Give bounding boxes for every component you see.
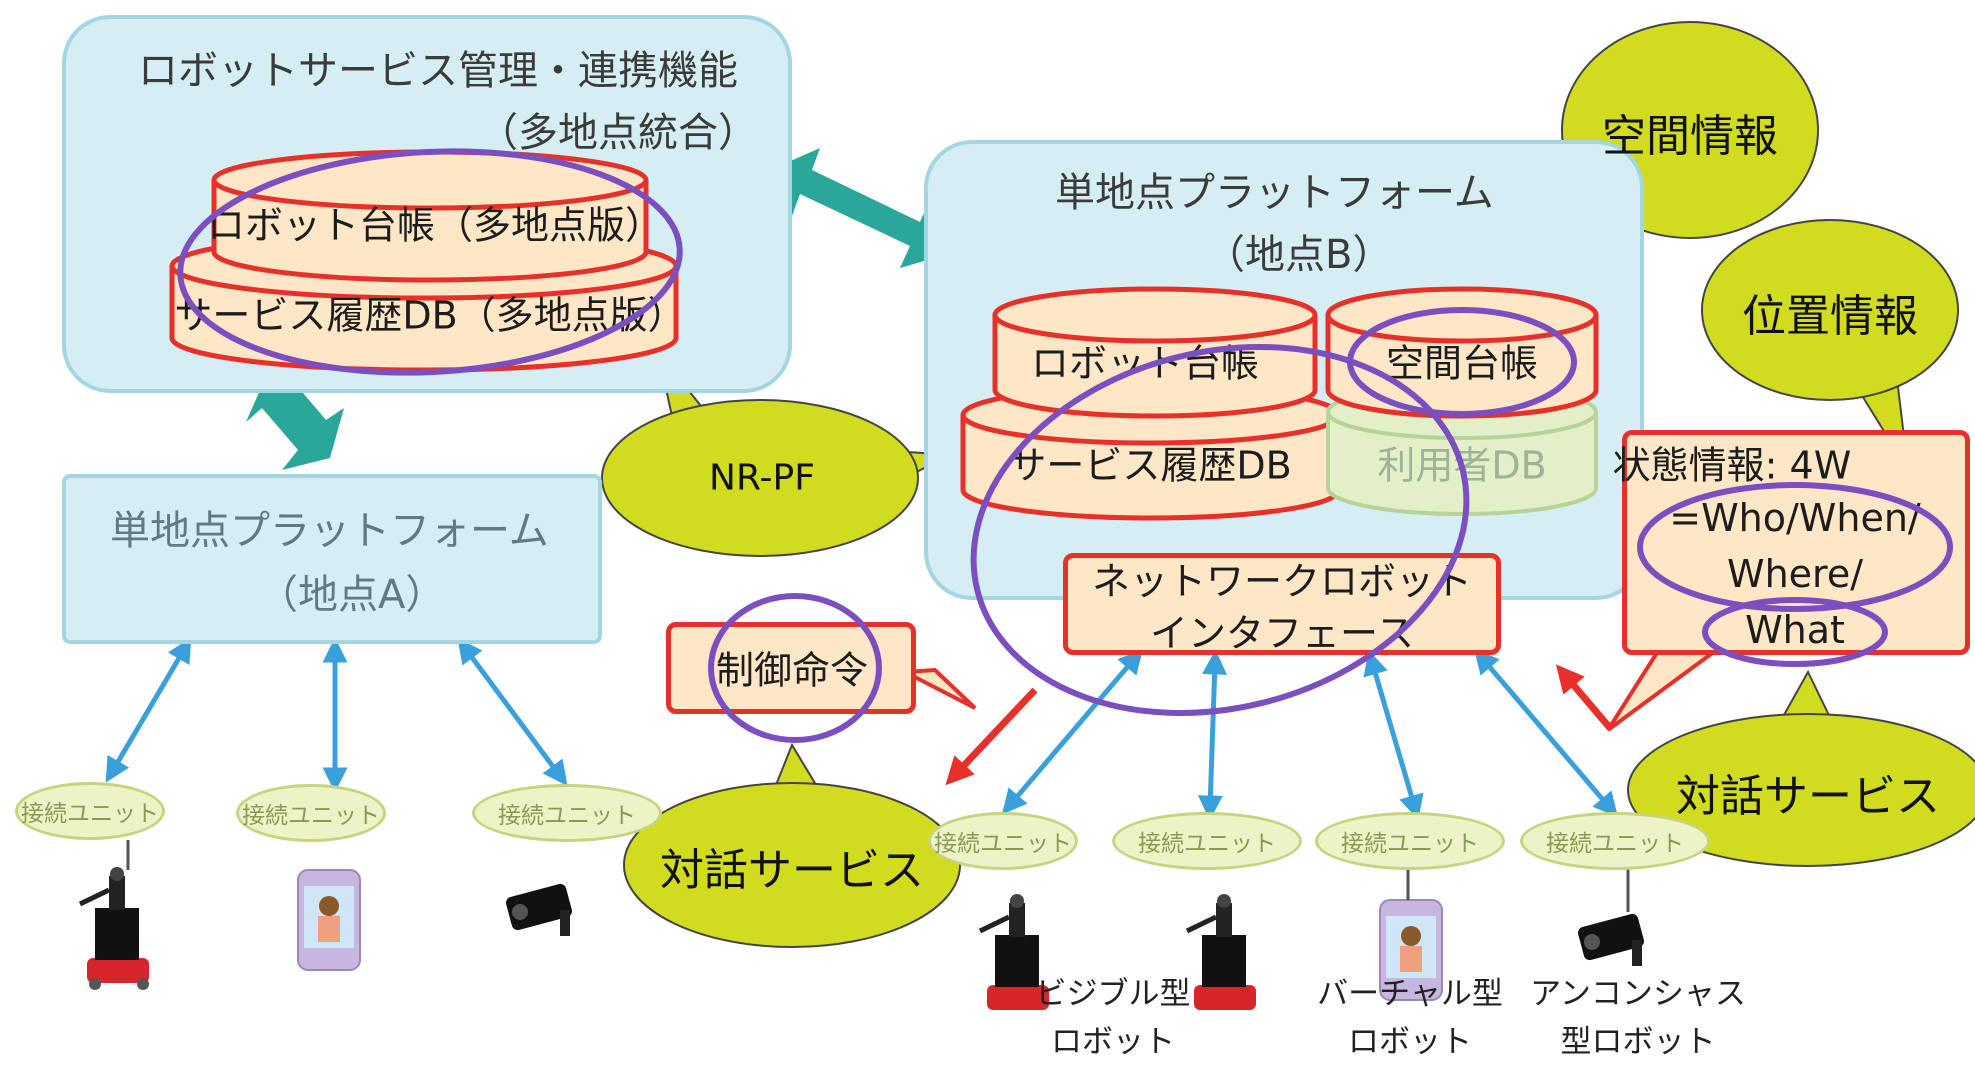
tablet-avatar-icon xyxy=(297,869,361,971)
state-info-box xyxy=(1622,430,1970,655)
connection-unit-b4: 接続ユニット xyxy=(1520,812,1710,870)
unconscious-robot-caption: アンコンシャス 型ロボット xyxy=(1530,970,1746,1066)
highlight-mgmt-db xyxy=(177,148,683,376)
connection-unit-a3: 接続ユニット xyxy=(472,784,662,842)
site-a-panel xyxy=(62,474,602,644)
unconscious-robot-caption-line2: 型ロボット xyxy=(1560,1024,1716,1060)
interface-line2: インタフェース xyxy=(1149,611,1415,656)
nr-pf-callout-text: NR-PF xyxy=(709,457,815,499)
space-ledger-db xyxy=(1325,286,1599,419)
control-command-tail xyxy=(897,667,977,710)
dialog-service-right-text: 対話サービス xyxy=(1676,771,1940,822)
mgmt-panel-subtitle: （多地点統合） xyxy=(478,110,758,156)
teal-double-arrow-mgmt-siteb xyxy=(770,148,955,268)
highlight-control-command xyxy=(708,593,882,743)
site-b-panel-title: 単地点プラットフォーム xyxy=(1055,170,1494,216)
state-info-line4: What xyxy=(1745,608,1845,652)
virtual-robot-caption: バーチャル型 ロボット xyxy=(1317,970,1503,1066)
visible-robot-caption-line2: ロボット xyxy=(1051,1024,1175,1060)
robot-icon xyxy=(978,894,1049,1010)
site-a-panel-title: 単地点プラットフォーム xyxy=(110,508,549,554)
service-history-label: サービス履歴DB xyxy=(1008,443,1292,488)
blue-arrows-site-a xyxy=(105,637,568,793)
site-a-panel-subtitle: （地点A） xyxy=(258,572,446,618)
highlight-what xyxy=(1702,597,1888,667)
control-command-label: 制御命令 xyxy=(715,648,869,693)
space-ledger-label: 空間台帳 xyxy=(1385,341,1539,386)
connection-unit-b3: 接続ユニット xyxy=(1315,812,1505,870)
interface-line1: ネットワークロボット xyxy=(1091,559,1473,604)
connection-unit-a2: 接続ユニット xyxy=(236,784,386,842)
site-b-panel-subtitle: （地点B） xyxy=(1205,232,1393,278)
dialog-service-left-text: 対話サービス xyxy=(660,845,924,896)
robot-icon xyxy=(1185,894,1256,1010)
virtual-robot-caption-line2: ロボット xyxy=(1347,1024,1472,1060)
service-history-multi-label: サービス履歴DB（多地点版） xyxy=(174,293,686,338)
visible-robot-caption-line1: ビジブル型 xyxy=(1035,976,1191,1012)
connection-unit-b2: 接続ユニット xyxy=(1112,812,1302,870)
state-info-line3: Where/ xyxy=(1726,552,1864,596)
unconscious-robot-caption-line1: アンコンシャス xyxy=(1530,976,1746,1012)
robot-ledger-multi-label: ロボット台帳（多地点版） xyxy=(206,203,664,248)
mgmt-panel-title: ロボットサービス管理・連携機能 xyxy=(138,48,738,94)
camera-icon xyxy=(1578,913,1644,966)
highlight-who-when xyxy=(1637,482,1953,612)
connection-unit-b1: 接続ユニット xyxy=(928,812,1078,870)
state-info-line1: 状態情報: 4W xyxy=(1612,443,1852,488)
space-info-callout-text: 空間情報 xyxy=(1602,111,1778,162)
position-info-callout-text: 位置情報 xyxy=(1742,291,1918,342)
highlight-site-b-db xyxy=(970,344,1470,716)
blue-arrows-site-b xyxy=(1001,648,1619,821)
visible-robot-caption: ビジブル型 ロボット xyxy=(1036,970,1191,1066)
tablet-avatar-icon xyxy=(1379,899,1443,1001)
camera-icon xyxy=(506,883,572,936)
callout-dialog-service-right xyxy=(1627,669,1975,867)
highlight-space-ledger xyxy=(1347,307,1577,417)
connection-unit-a1: 接続ユニット xyxy=(15,782,165,840)
virtual-robot-caption-line1: バーチャル型 xyxy=(1317,976,1503,1012)
robot-icon xyxy=(78,867,149,990)
red-arrows xyxy=(945,664,1613,786)
state-info-line2: =Who/When/ xyxy=(1669,496,1921,540)
